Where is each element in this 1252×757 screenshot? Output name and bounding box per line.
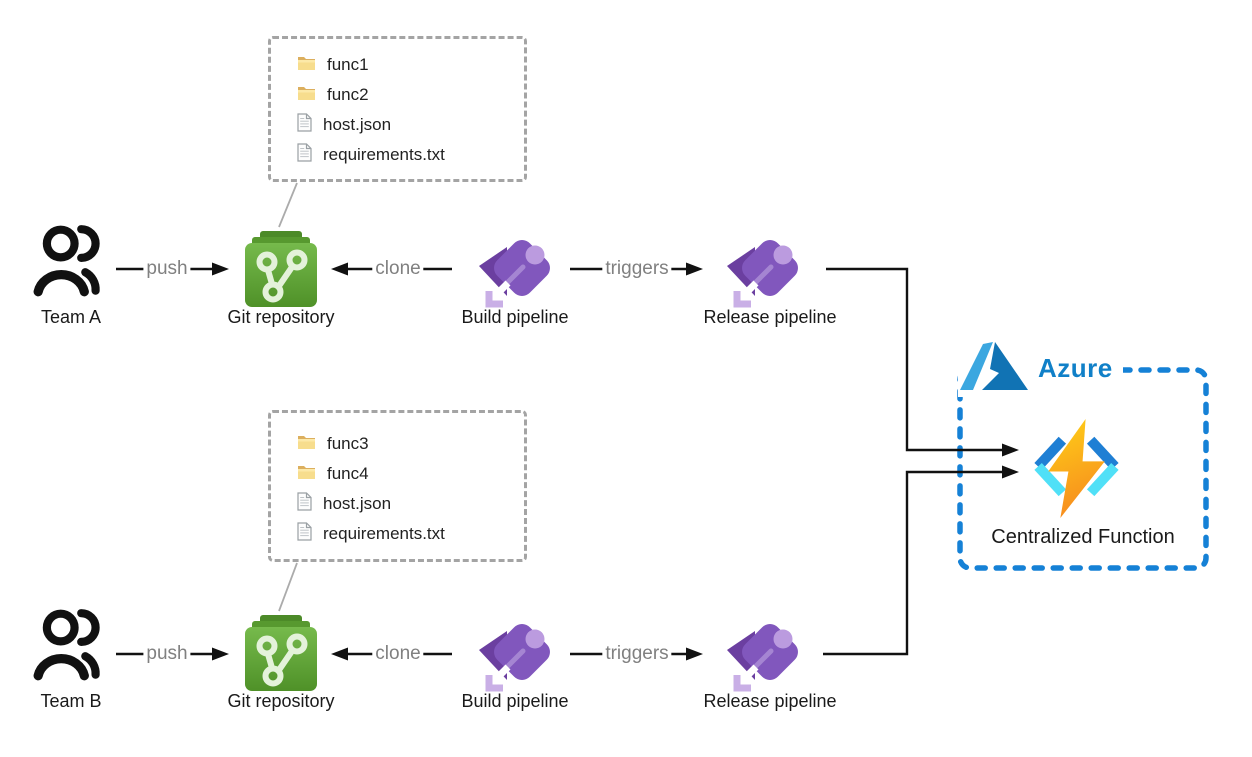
triggers-edge-label: triggers bbox=[602, 258, 672, 280]
file-name: host.json bbox=[323, 494, 392, 513]
build-pipeline-icon bbox=[477, 234, 555, 317]
centralized-function-label: Centralized Function bbox=[991, 526, 1175, 548]
file-row: func3 bbox=[297, 429, 524, 459]
file-name: requirements.txt bbox=[323, 145, 445, 164]
azure-header: Azure bbox=[958, 340, 1123, 397]
arrowheads-row-b bbox=[212, 465, 1019, 661]
push-edge-label: push bbox=[143, 258, 191, 280]
push-edge-label: push bbox=[143, 643, 191, 665]
git-repository-icon bbox=[240, 231, 322, 314]
file-name: func2 bbox=[327, 85, 369, 104]
file-row: func4 bbox=[297, 459, 524, 489]
folder-icon bbox=[297, 434, 316, 455]
clone-edge-label: clone bbox=[372, 643, 424, 665]
azure-label: Azure bbox=[1038, 353, 1113, 383]
file-row: func2 bbox=[297, 80, 524, 110]
file-name: func4 bbox=[327, 464, 369, 483]
team-icon bbox=[33, 606, 111, 693]
azure-function-icon bbox=[1028, 419, 1125, 523]
azure-logo-icon bbox=[960, 342, 1028, 395]
release-pipeline-icon bbox=[725, 234, 803, 317]
file-name: func1 bbox=[327, 55, 369, 74]
file-row: host.json bbox=[297, 110, 524, 140]
folder-icon bbox=[297, 85, 316, 106]
file-icon bbox=[297, 143, 312, 167]
build-pipeline-label: Build pipeline bbox=[461, 691, 569, 711]
team-icon bbox=[33, 222, 111, 309]
file-row: func1 bbox=[297, 50, 524, 80]
callout-connector-a bbox=[278, 182, 298, 228]
git-repository-label: Git repository bbox=[227, 691, 335, 711]
file-name: requirements.txt bbox=[323, 524, 445, 543]
release-pipeline-icon bbox=[725, 618, 803, 701]
file-icon bbox=[297, 492, 312, 516]
file-row: requirements.txt bbox=[297, 519, 524, 549]
repo-files-box-a: func1 func2 host.json requirements.txt bbox=[268, 36, 527, 182]
callout-connector-b bbox=[278, 562, 298, 612]
file-icon bbox=[297, 522, 312, 546]
folder-icon bbox=[297, 55, 316, 76]
arrowheads-row-a bbox=[212, 262, 1019, 457]
git-repository-icon bbox=[240, 615, 322, 698]
file-name: host.json bbox=[323, 115, 392, 134]
repo-files-box-b: func3 func4 host.json requirements.txt bbox=[268, 410, 527, 562]
triggers-edge-label: triggers bbox=[602, 643, 672, 665]
team-b-label: Team B bbox=[40, 691, 102, 711]
git-repository-label: Git repository bbox=[227, 307, 335, 327]
build-pipeline-icon bbox=[477, 618, 555, 701]
file-row: host.json bbox=[297, 489, 524, 519]
file-name: func3 bbox=[327, 434, 369, 453]
file-icon bbox=[297, 113, 312, 137]
build-pipeline-label: Build pipeline bbox=[461, 307, 569, 327]
release-pipeline-label: Release pipeline bbox=[703, 691, 837, 711]
folder-icon bbox=[297, 464, 316, 485]
release-pipeline-label: Release pipeline bbox=[703, 307, 837, 327]
team-a-label: Team A bbox=[40, 307, 102, 327]
file-row: requirements.txt bbox=[297, 140, 524, 170]
clone-edge-label: clone bbox=[372, 258, 424, 280]
